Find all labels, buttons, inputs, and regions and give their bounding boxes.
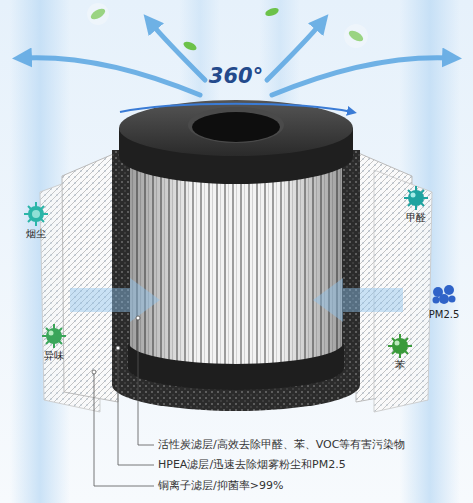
pollutant-label: 异味 [44, 350, 64, 362]
rotation-label: 360° [209, 64, 263, 89]
pollutant-label: 甲醛 [406, 212, 426, 224]
pm25-icon [433, 285, 456, 304]
odor-icon [42, 324, 66, 348]
pollutant-label: 苯 [395, 359, 405, 371]
smoke-icon [24, 202, 48, 226]
layer-callout: 铜离子滤层/抑菌率>99% [158, 479, 283, 492]
layer-callout: HPEA滤层/迅速去除烟雾粉尘和PM2.5 [158, 458, 346, 471]
pollutant-label: PM2.5 [429, 309, 460, 321]
pollutant-label: 烟尘 [26, 228, 46, 240]
benzene-icon [388, 334, 412, 358]
layer-callout: 活性炭滤层/高效去除甲醛、苯、VOC等有害污染物 [158, 438, 405, 451]
leader-line [94, 318, 154, 486]
formaldehyde-icon [404, 186, 428, 210]
